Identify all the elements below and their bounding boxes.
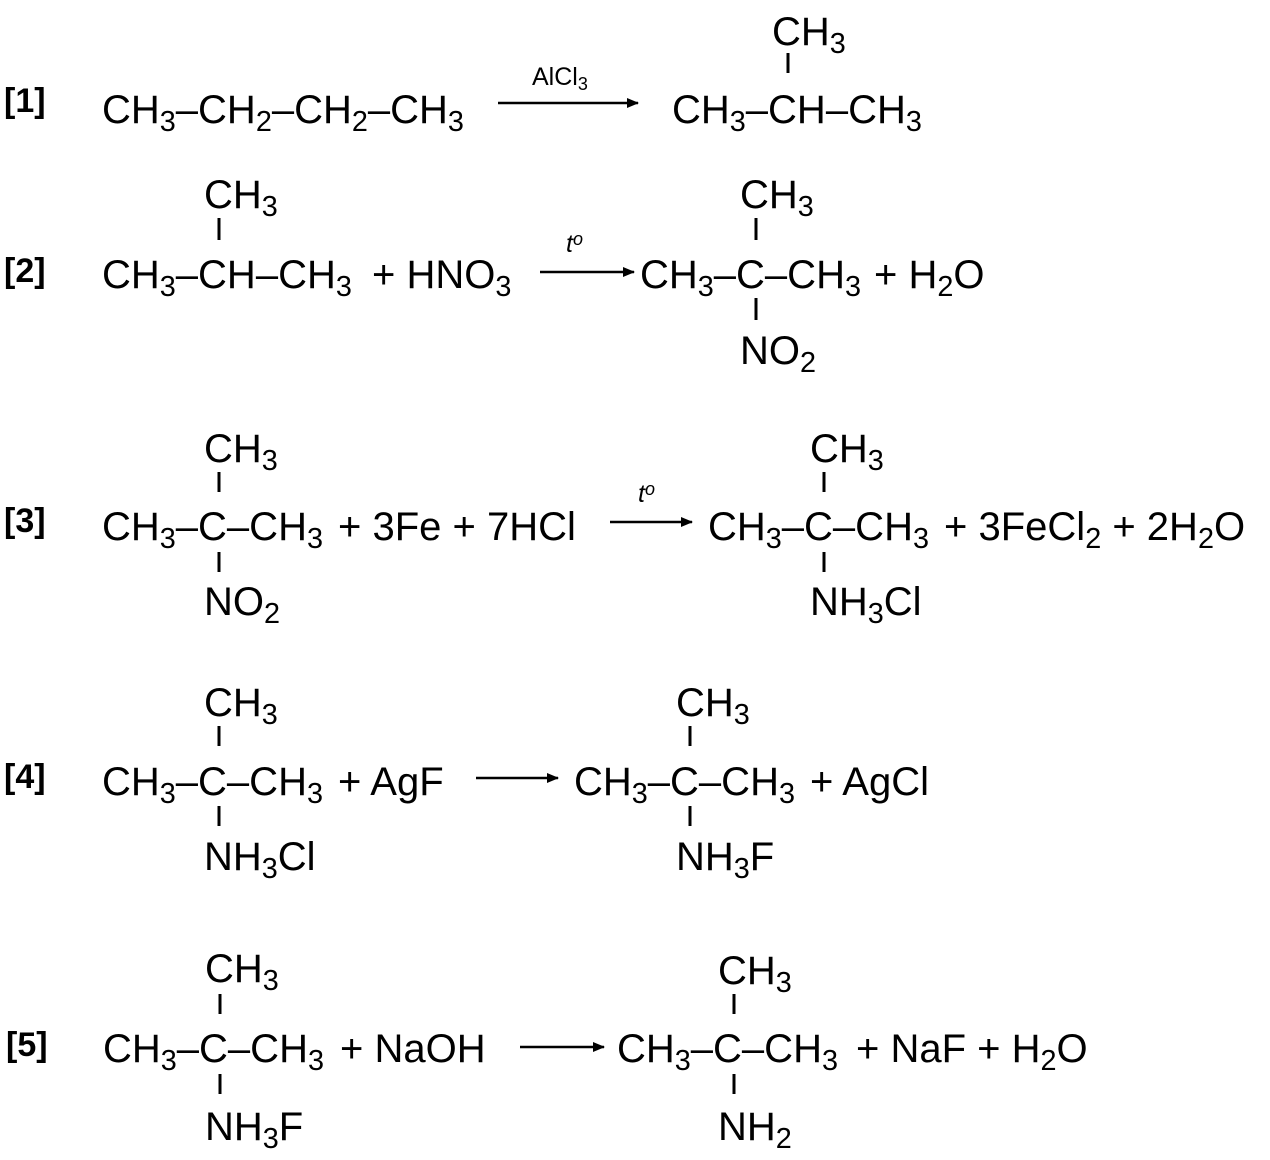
reaction-1-product-substituent: CH3 — [772, 10, 846, 60]
reaction-2-condition: to — [566, 229, 583, 258]
reaction-1-reactant: CH3–CH2–CH2–CH3 — [102, 88, 464, 138]
reaction-2: [2] CH3 CH3–CH–CH3 + HNO3 to CH3 CH3–C–C… — [4, 173, 985, 379]
reaction-4-product-ammonium: NH3F — [676, 835, 774, 885]
reaction-5-byproduct: + NaF + H2O — [856, 1027, 1088, 1077]
reaction-1-condition: AlCl3 — [532, 63, 588, 94]
reaction-2-label: [2] — [4, 252, 46, 290]
reaction-2-product-nitro: NO2 — [740, 329, 816, 379]
reaction-4-product-substituent: CH3 — [676, 681, 750, 731]
reaction-2-reactant: CH3–CH–CH3 — [102, 253, 352, 303]
reaction-4-label: [4] — [4, 758, 46, 796]
reaction-3-product: CH3–C–CH3 — [708, 505, 929, 555]
reaction-3-byproduct: + 3FeCl2 + 2H2O — [944, 505, 1245, 555]
reaction-5-reactant-substituent: CH3 — [205, 947, 279, 997]
reaction-4-reactant-ammonium: NH3Cl — [204, 835, 316, 885]
reaction-5-reactant-ammonium: NH3F — [205, 1105, 303, 1155]
reaction-1-product: CH3–CH–CH3 — [672, 88, 922, 138]
reaction-4-product: CH3–C–CH3 — [574, 760, 795, 810]
reaction-5-reactant: CH3–C–CH3 — [103, 1027, 324, 1077]
reaction-2-reagent: + HNO3 — [372, 253, 511, 303]
reaction-3: [3] CH3 CH3–C–CH3 NO2 + 3Fe + 7HCl to CH… — [4, 427, 1245, 630]
reaction-2-product-substituent: CH3 — [740, 173, 814, 223]
reaction-4-reactant: CH3–C–CH3 — [102, 760, 323, 810]
reaction-5-product: CH3–C–CH3 — [617, 1027, 838, 1077]
reaction-4-byproduct: + AgCl — [810, 760, 929, 804]
reaction-3-condition: to — [638, 479, 655, 508]
reaction-4-reagent: + AgF — [338, 760, 444, 804]
reaction-3-reactant-substituent: CH3 — [204, 427, 278, 477]
reaction-3-reagent: + 3Fe + 7HCl — [338, 505, 576, 549]
reaction-3-label: [3] — [4, 502, 46, 540]
reaction-1-label: [1] — [4, 82, 46, 120]
reaction-2-reactant-substituent: CH3 — [204, 173, 278, 223]
reaction-3-product-ammonium: NH3Cl — [810, 580, 922, 630]
reaction-5-label: [5] — [6, 1026, 48, 1064]
reaction-5: [5] CH3 CH3–C–CH3 NH3F + NaOH CH3 CH3–C–… — [6, 947, 1088, 1155]
reaction-5-product-substituent: CH3 — [718, 949, 792, 999]
reaction-5-product-amine: NH2 — [718, 1105, 792, 1155]
reaction-3-reactant: CH3–C–CH3 — [102, 505, 323, 555]
reaction-2-product: CH3–C–CH3 — [640, 253, 861, 303]
reaction-3-reactant-nitro: NO2 — [204, 580, 280, 630]
reaction-3-product-substituent: CH3 — [810, 427, 884, 477]
reaction-5-reagent: + NaOH — [340, 1027, 486, 1071]
reaction-4: [4] CH3 CH3–C–CH3 NH3Cl + AgF CH3 CH3–C–… — [4, 681, 929, 885]
reaction-2-byproduct: + H2O — [874, 253, 985, 303]
reaction-1: [1] CH3–CH2–CH2–CH3 AlCl3 CH3 CH3–CH–CH3 — [4, 10, 922, 138]
reaction-4-reactant-substituent: CH3 — [204, 681, 278, 731]
